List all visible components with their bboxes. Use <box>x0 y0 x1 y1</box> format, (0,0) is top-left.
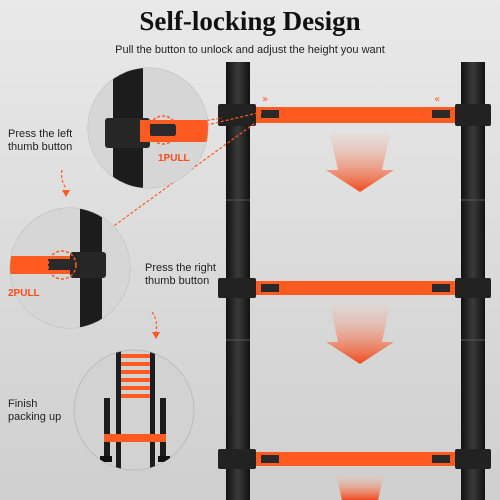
down-arrow-icon <box>336 475 384 500</box>
step-2-text: Press the right thumb button <box>145 262 216 287</box>
down-arrow-icon <box>326 134 394 192</box>
detail-circle-2 <box>9 207 131 329</box>
page-title: Self-locking Design <box>139 6 361 36</box>
step-2-badge: 2PULL <box>8 288 40 299</box>
step-3-text: Finish packing up <box>8 398 62 423</box>
double-chevron-right-icon: » <box>262 94 268 105</box>
page-subtitle: Pull the button to unlock and adjust the… <box>115 44 385 56</box>
detail-circle-3 <box>73 349 195 471</box>
detail-circle-1 <box>87 67 209 189</box>
curve-arrow-icon <box>62 190 70 197</box>
rung-middle <box>218 278 491 298</box>
step-1-badge: 1PULL <box>158 153 190 164</box>
step-1-text: Press the left thumb button <box>8 128 73 153</box>
rung-bottom <box>218 449 491 469</box>
double-chevron-left-icon: « <box>434 94 440 105</box>
down-arrow-icon <box>326 305 394 364</box>
rung-top <box>218 104 491 126</box>
curve-arrow-icon <box>152 332 160 339</box>
